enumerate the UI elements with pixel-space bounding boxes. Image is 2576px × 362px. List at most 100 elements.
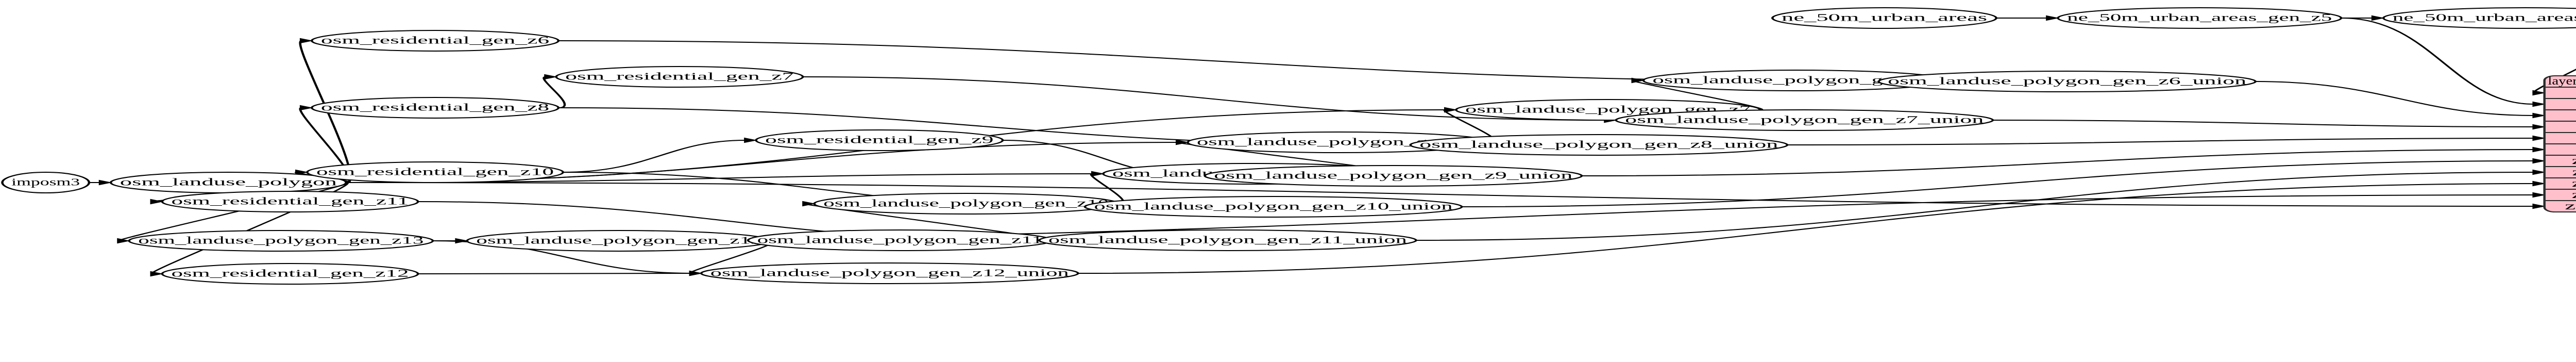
node-label: osm_landuse_polygon_gen_z9_union bbox=[1214, 170, 1572, 181]
node-label: osm_landuse_polygon_gen_z11_union bbox=[1048, 234, 1407, 245]
graph-node-osm_landuse_polygon_gen_z13[interactable]: osm_landuse_polygon_gen_z13 bbox=[128, 230, 434, 252]
graph-node-osm_residential_gen_z8[interactable]: osm_residential_gen_z8 bbox=[310, 97, 560, 119]
node-ellipse bbox=[1877, 71, 2257, 92]
graph-node-osm_residential_gen_z7[interactable]: osm_residential_gen_z7 bbox=[555, 66, 804, 88]
edge-arrowhead bbox=[299, 38, 313, 44]
graph-edge bbox=[150, 182, 349, 274]
edge-arrowhead bbox=[2046, 15, 2060, 21]
graph-node-osm_residential_gen_z12[interactable]: osm_residential_gen_z12 bbox=[161, 263, 419, 285]
record-cell-z14+[interactable]: z14+ bbox=[2565, 200, 2576, 211]
node-ellipse bbox=[700, 262, 1079, 284]
node-label: osm_landuse_polygon_gen_z7_union bbox=[1625, 114, 1984, 125]
record-cell-z13[interactable]: z13 bbox=[2572, 188, 2576, 200]
edge-arrowhead bbox=[1631, 77, 1645, 84]
node-ellipse bbox=[1038, 229, 1417, 251]
node-label: osm_landuse_polygon bbox=[120, 176, 337, 188]
node-ellipse bbox=[161, 191, 419, 212]
graph-node-osm_landuse_polygon_gen_z10[interactable]: osm_landuse_polygon_gen_z10 bbox=[813, 193, 1120, 215]
graph-node-osm_landuse_polygon_gen_z7_union[interactable]: osm_landuse_polygon_gen_z7_union bbox=[1615, 109, 1994, 131]
edge-arrowhead bbox=[544, 74, 558, 80]
node-ellipse bbox=[306, 161, 565, 183]
edge-arrowhead bbox=[1444, 107, 1458, 113]
graph-edge bbox=[563, 140, 746, 173]
graph-node-osm_residential_gen_z9[interactable]: osm_residential_gen_z9 bbox=[755, 129, 1004, 151]
record-cell-z12[interactable]: z12 bbox=[2572, 177, 2576, 189]
node-label: osm_landuse_polygon_gen_z6_union bbox=[1888, 75, 2246, 87]
record-cell-z11[interactable]: z11 bbox=[2572, 166, 2576, 177]
edge-arrowhead bbox=[2532, 169, 2546, 175]
edge-arrowhead bbox=[2532, 192, 2546, 198]
edge-arrowhead bbox=[117, 238, 131, 244]
node-ellipse bbox=[128, 230, 434, 252]
node-label: osm_residential_gen_z8 bbox=[321, 102, 549, 113]
graph-node-osm_landuse_polygon_gen_z10_union[interactable]: osm_landuse_polygon_gen_z10_union bbox=[1083, 196, 1463, 218]
node-ellipse bbox=[555, 66, 804, 88]
graph-edge bbox=[418, 273, 691, 274]
graph-edge bbox=[1416, 172, 2534, 241]
edge-arrowhead bbox=[98, 179, 112, 186]
graph-node-osm_landuse_polygon_gen_z11_union[interactable]: osm_landuse_polygon_gen_z11_union bbox=[1038, 229, 1417, 251]
graph-node-osm_residential_gen_z10[interactable]: osm_residential_gen_z10 bbox=[306, 161, 565, 183]
node-label: osm_landuse_polygon_gen_z10_union bbox=[1094, 201, 1453, 212]
edge-arrowhead bbox=[1091, 171, 1105, 177]
graph-edge bbox=[803, 76, 1606, 121]
graph-node-osm_landuse_polygon[interactable]: osm_landuse_polygon bbox=[109, 172, 347, 193]
graph-node-osm_landuse_polygon_gen_z12_union[interactable]: osm_landuse_polygon_gen_z12_union bbox=[700, 262, 1079, 284]
graph-edge bbox=[2341, 18, 2534, 105]
record-cell-z10[interactable]: z10 bbox=[2572, 154, 2576, 166]
node-ellipse bbox=[1615, 109, 1994, 131]
graph-node-osm_residential_gen_z11[interactable]: osm_residential_gen_z11 bbox=[161, 191, 419, 212]
edge-arrowhead bbox=[1176, 139, 1190, 145]
record-table-layer: layer_landusez4z5z6z7z8z9z10z11z12z13z14… bbox=[2543, 75, 2576, 212]
graph-node-osm_landuse_polygon_gen_z8_union[interactable]: osm_landuse_polygon_gen_z8_union bbox=[1409, 134, 1789, 156]
graph-edge bbox=[1078, 183, 2534, 274]
graph-node-ne_50m_urban_areas[interactable]: ne_50m_urban_areas bbox=[1771, 7, 1997, 29]
graph-node-osm_landuse_polygon_gen_z11[interactable]: osm_landuse_polygon_gen_z11 bbox=[747, 229, 1053, 251]
graph-edge bbox=[1787, 138, 2534, 145]
graph-edge bbox=[2255, 81, 2534, 116]
graph-node-ne_50m_urban_areas_gen_z4[interactable]: ne_50m_urban_areas_gen_z4 bbox=[2382, 7, 2576, 29]
node-ellipse bbox=[2382, 7, 2576, 29]
node-label: osm_residential_gen_z6 bbox=[321, 35, 549, 46]
edge-arrowhead bbox=[150, 271, 164, 277]
edge-arrowhead bbox=[2532, 90, 2546, 96]
edge-arrowhead bbox=[2371, 15, 2385, 21]
graph-node-osm_landuse_polygon_gen_z9_union[interactable]: osm_landuse_polygon_gen_z9_union bbox=[1204, 165, 1583, 187]
edge-arrowhead bbox=[2532, 146, 2546, 153]
edge-arrowhead bbox=[2532, 203, 2546, 209]
node-label: osm_residential_gen_z10 bbox=[316, 166, 554, 177]
graph-node-imposm3[interactable]: imposm3 bbox=[1, 172, 91, 193]
node-ellipse bbox=[1083, 196, 1463, 218]
node-ellipse bbox=[161, 263, 419, 285]
edge-arrowhead bbox=[802, 201, 816, 207]
graph-node-osm_landuse_polygon_gen_z6_union[interactable]: osm_landuse_polygon_gen_z6_union bbox=[1877, 71, 2257, 92]
edge-arrowhead bbox=[2532, 101, 2546, 107]
node-label: osm_landuse_polygon_gen_z8_union bbox=[1419, 139, 1778, 150]
node-ellipse bbox=[1204, 165, 1583, 187]
edge-arrowhead bbox=[2532, 112, 2546, 119]
node-ellipse bbox=[310, 97, 560, 119]
record-table-layer_landuse[interactable]: layer_landusez4z5z6z7z8z9z10z11z12z13z14… bbox=[2543, 75, 2576, 212]
node-label: osm_landuse_polygon_gen_z10 bbox=[823, 198, 1109, 209]
graph-node-osm_landuse_polygon_gen_z12[interactable]: osm_landuse_polygon_gen_z12 bbox=[466, 230, 772, 252]
graph-node-ne_50m_urban_areas_gen_z5[interactable]: ne_50m_urban_areas_gen_z5 bbox=[2057, 7, 2343, 29]
edge-arrowhead bbox=[689, 270, 703, 276]
node-ellipse bbox=[1409, 134, 1789, 156]
graph-node-osm_residential_gen_z6[interactable]: osm_residential_gen_z6 bbox=[310, 30, 560, 52]
graph-edge bbox=[346, 182, 2534, 207]
node-label: osm_landuse_polygon_gen_z6 bbox=[1653, 74, 1938, 86]
node-label: osm_landuse_polygon_gen_z12 bbox=[476, 235, 761, 246]
node-label: ne_50m_urban_areas bbox=[1782, 12, 1987, 23]
node-label: imposm3 bbox=[11, 176, 80, 188]
edge-arrowhead bbox=[2532, 180, 2546, 187]
node-label: osm_residential_gen_z12 bbox=[172, 268, 409, 279]
edge-arrowhead bbox=[2532, 124, 2546, 130]
graph-edge bbox=[1993, 120, 2534, 127]
edge-arrowhead bbox=[150, 199, 164, 205]
graph-edge bbox=[433, 194, 2534, 241]
record-title: layer_landuse bbox=[2548, 75, 2576, 87]
edge-arrowhead bbox=[299, 105, 313, 111]
